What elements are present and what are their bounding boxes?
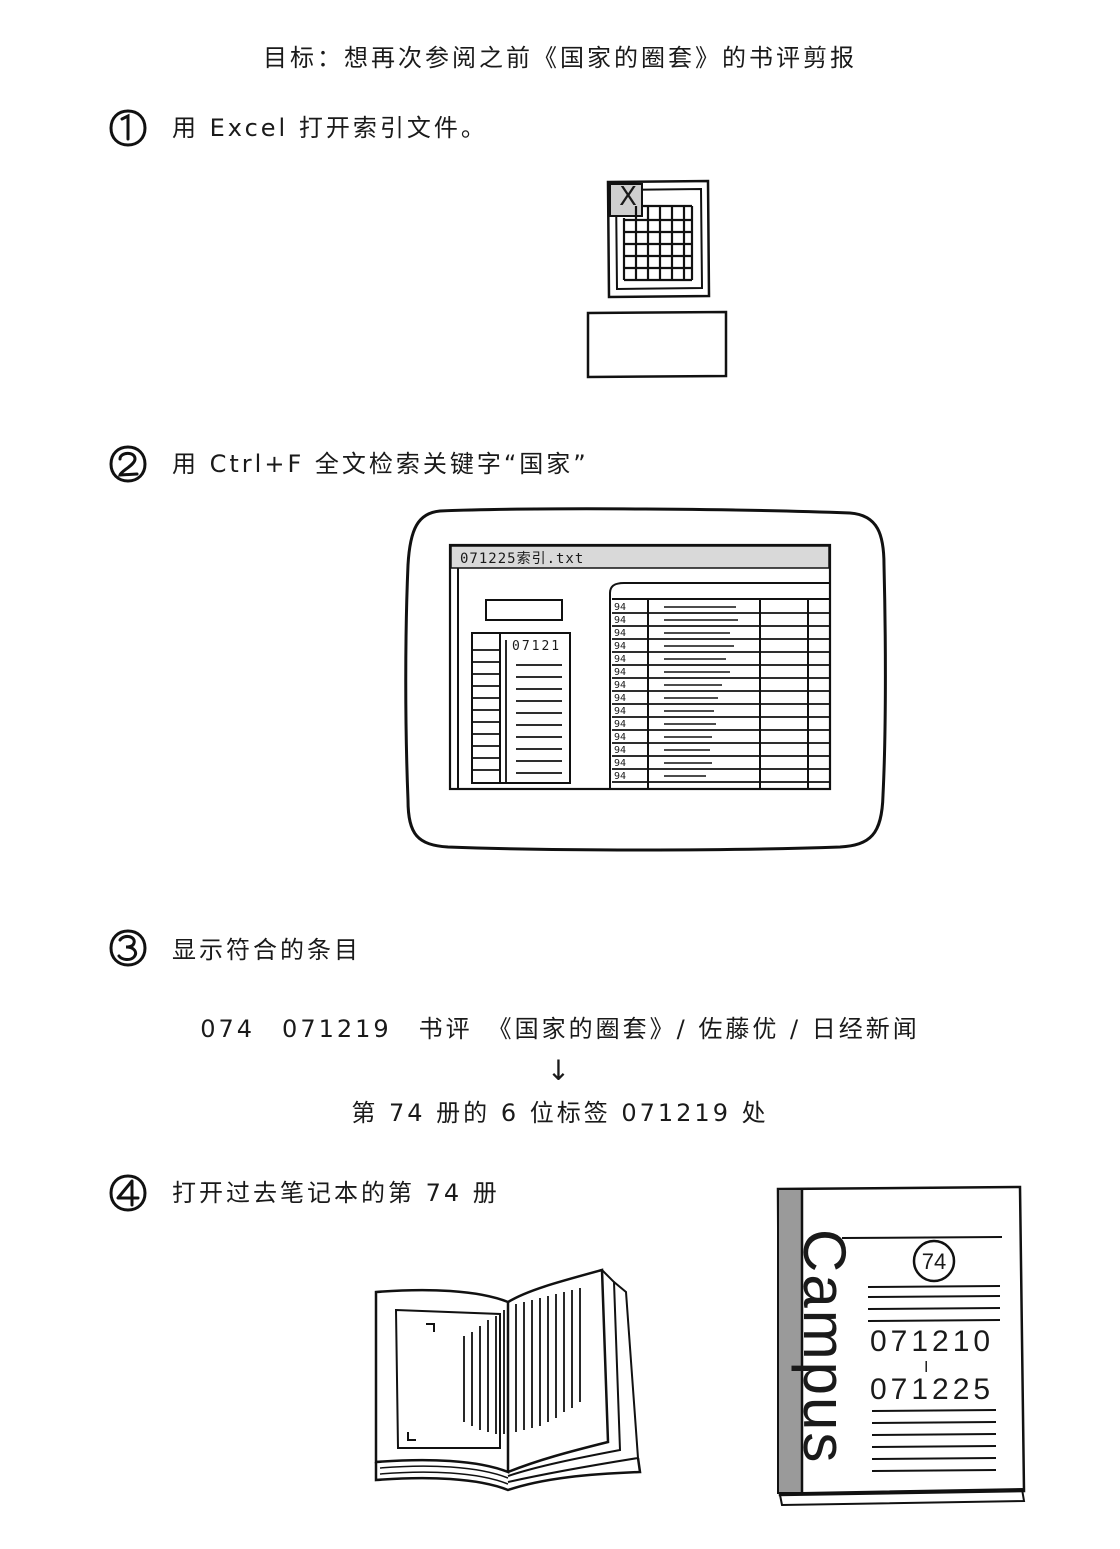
index-row-label: 94 — [614, 758, 627, 769]
notebook-range-separator: I — [924, 1359, 929, 1376]
index-column-header: 07121 — [512, 639, 562, 654]
index-row-label: 94 — [614, 641, 627, 652]
index-row-label: 94 — [614, 680, 627, 691]
index-window-title: 071225索引.txt — [460, 551, 585, 567]
step-number-1 — [108, 108, 148, 148]
step-2-text: 用 Ctrl+F 全文检索关键字“国家” — [172, 450, 589, 478]
step-number-3 — [108, 928, 148, 968]
result-arrow: ↓ — [546, 1054, 574, 1087]
step-number-4 — [108, 1173, 148, 1213]
index-row-label: 94 — [614, 667, 627, 678]
step-3-text: 显示符合的条目 — [172, 936, 361, 964]
result-entry: 074 071219 书评 《国家的圈套》/ 佐藤优 / 日经新闻 — [200, 1015, 920, 1043]
index-row-label: 94 — [614, 732, 627, 743]
index-row-label: 94 — [614, 706, 627, 717]
excel-x-letter: X — [619, 182, 637, 212]
index-row-label: 94 — [614, 654, 627, 665]
index-row-label: 94 — [614, 745, 627, 756]
index-row-label: 94 — [614, 615, 627, 626]
index-row-label: 94 — [614, 719, 627, 730]
campus-notebook-cover: Campus 74 071210 I 071225 — [772, 1183, 1032, 1513]
index-row-label: 94 — [614, 602, 627, 613]
index-row-label: 94 — [614, 628, 627, 639]
step-4-text: 打开过去笔记本的第 74 册 — [172, 1179, 500, 1207]
notebook-range-start: 071210 — [870, 1325, 995, 1358]
excel-file-icon: X — [580, 176, 740, 386]
page-title: 目标：想再次参阅之前《国家的圈套》的书评剪报 — [263, 44, 857, 72]
result-location: 第 74 册的 6 位标签 071219 处 — [351, 1099, 769, 1127]
notebook-range-end: 071225 — [870, 1373, 995, 1406]
step-1-text: 用 Excel 打开索引文件。 — [172, 114, 488, 142]
notebook-volume: 74 — [921, 1249, 947, 1274]
tablet-index-window: 071225索引.txt 07121 94 94 94 94 94 94 94 … — [400, 505, 890, 855]
open-notebook-icon — [368, 1262, 648, 1502]
index-row-label: 94 — [614, 771, 627, 782]
step-number-2 — [108, 444, 148, 484]
index-row-labels: 94 94 94 94 94 94 94 94 94 94 94 94 94 9… — [614, 601, 626, 783]
index-row-label: 94 — [614, 693, 627, 704]
notebook-brand: Campus — [791, 1229, 858, 1465]
